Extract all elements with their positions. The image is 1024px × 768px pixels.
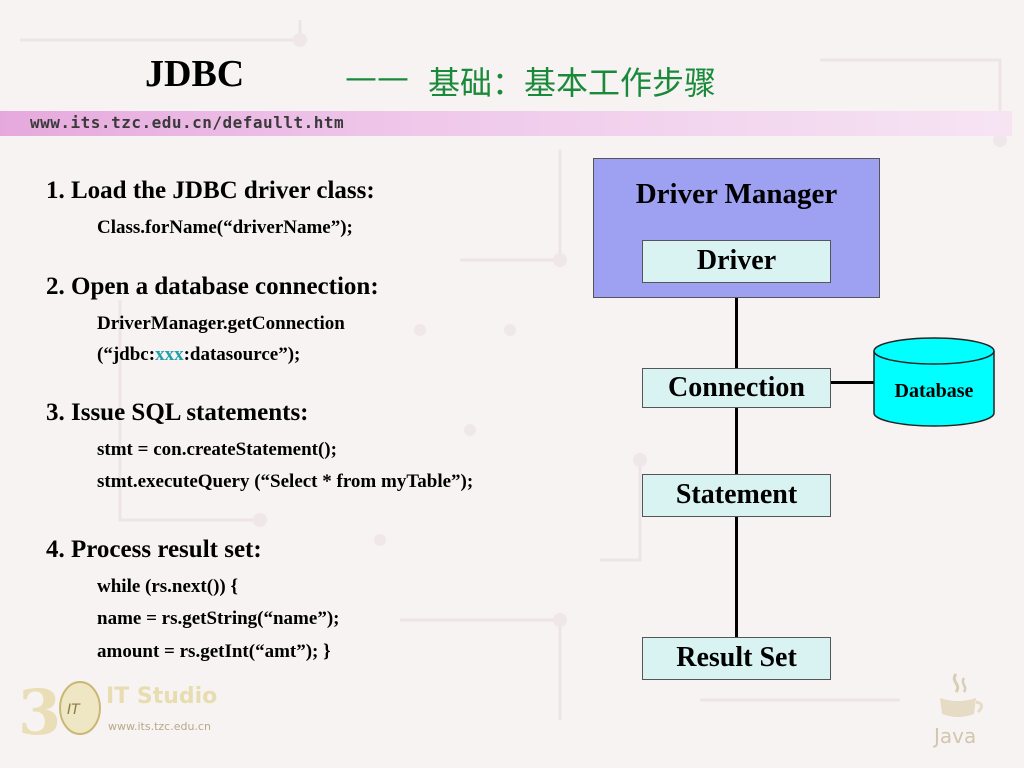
step-2-jdbc-prefix: (“jdbc: bbox=[97, 344, 156, 365]
java-logo: Java bbox=[928, 670, 988, 748]
studio-name: IT Studio bbox=[106, 684, 218, 709]
title-dash: —— bbox=[345, 58, 409, 96]
connector-connection-statement bbox=[735, 408, 738, 474]
it-studio-logo: 3 IT IT Studio www.its.tzc.edu.cn bbox=[18, 676, 228, 751]
step-1-heading: 1. Load the JDBC driver class: bbox=[46, 177, 375, 204]
step-2-xxx: xxx bbox=[155, 344, 184, 365]
driver-box: Driver bbox=[642, 240, 831, 283]
step-4-line-2: name = rs.getString(“name”); bbox=[97, 608, 340, 629]
url-bar bbox=[0, 111, 1012, 136]
step-4-line-3: amount = rs.getInt(“amt”); } bbox=[97, 641, 331, 662]
step-2-jdbc-suffix: :datasource”); bbox=[183, 344, 301, 365]
svg-text:IT: IT bbox=[67, 702, 81, 718]
studio-url: www.its.tzc.edu.cn bbox=[108, 720, 211, 733]
statement-box: Statement bbox=[642, 474, 831, 517]
java-text: Java bbox=[934, 724, 977, 748]
url-text: www.its.tzc.edu.cn/defaullt.htm bbox=[30, 113, 345, 132]
slide-title: JDBC bbox=[145, 53, 245, 95]
connector-connection-database bbox=[831, 381, 875, 384]
connector-driver-connection bbox=[735, 298, 738, 368]
database-cylinder-icon bbox=[873, 337, 995, 427]
step-3-heading: 3. Issue SQL statements: bbox=[46, 399, 309, 426]
it-studio-emblem-icon: 3 IT bbox=[18, 676, 101, 749]
java-cup-icon bbox=[940, 673, 983, 717]
step-4-heading: 4. Process result set: bbox=[46, 536, 262, 563]
slide-title-row: JDBC —— 基础：基本工作步骤 bbox=[0, 52, 1024, 102]
step-4-line-1: while (rs.next()) { bbox=[97, 576, 238, 597]
connector-statement-resultset bbox=[735, 517, 738, 637]
step-3-line-2: stmt.executeQuery (“Select * from myTabl… bbox=[97, 471, 474, 492]
svg-text:3: 3 bbox=[18, 676, 61, 746]
step-2-line-2: (“jdbc:xxx:datasource”); bbox=[97, 344, 300, 366]
driver-manager-label: Driver Manager bbox=[635, 178, 838, 210]
slide-subtitle: 基础：基本工作步骤 bbox=[428, 64, 717, 102]
result-set-box: Result Set bbox=[642, 637, 831, 680]
step-2-heading: 2. Open a database connection: bbox=[46, 273, 379, 300]
step-2-line-1: DriverManager.getConnection bbox=[97, 313, 345, 334]
connection-box: Connection bbox=[642, 368, 831, 408]
step-1-line-1: Class.forName(“driverName”); bbox=[97, 217, 353, 238]
step-3-line-1: stmt = con.createStatement(); bbox=[97, 439, 337, 460]
database-label: Database bbox=[894, 380, 974, 402]
